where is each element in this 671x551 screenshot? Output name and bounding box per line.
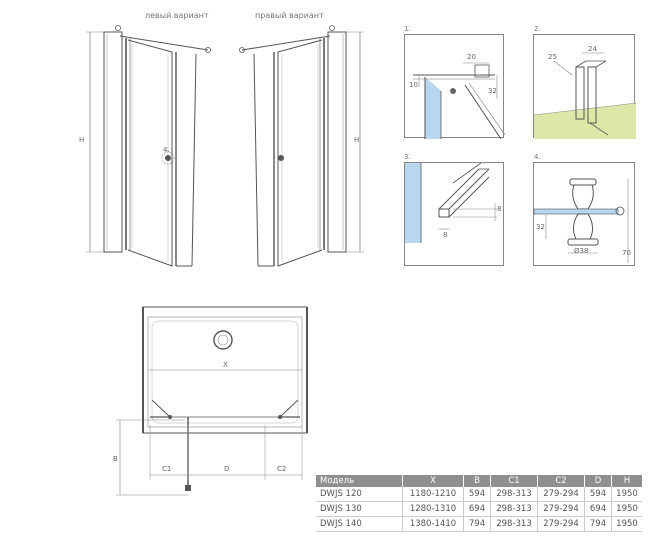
col-h: H: [611, 475, 642, 487]
detail-1-panel: 20 10 32: [404, 34, 506, 140]
detail-2-number: 2.: [534, 25, 541, 33]
col-c2: C2: [537, 475, 585, 487]
detail-2-dim-25: 25: [548, 53, 557, 61]
cell-model: DWJS 120: [316, 487, 403, 502]
detail-1-dim-20: 20: [467, 53, 476, 61]
cell-x: 1280-1310: [402, 501, 464, 517]
detail-1-dim-10: 10: [409, 81, 418, 89]
cell-model: DWJS 140: [316, 516, 403, 532]
cell-c2: 279-294: [537, 501, 585, 517]
table-row: DWJS 140 1380-1410 794 298-313 279-294 7…: [316, 516, 642, 532]
table-row: DWJS 130 1280-1310 694 298-313 279-294 6…: [316, 501, 642, 517]
col-c1: C1: [490, 475, 538, 487]
cell-b: 694: [463, 501, 491, 517]
cell-x: 1180-1210: [402, 487, 464, 502]
cell-model: DWJS 130: [316, 501, 403, 517]
col-model: Модель: [316, 475, 403, 487]
right-variant-label: правый вариант: [255, 11, 324, 20]
cell-c1: 298-313: [490, 487, 538, 502]
detail-4-number: 4.: [534, 153, 541, 161]
cell-c2: 279-294: [537, 487, 585, 502]
left-variant-elevation: [86, 25, 211, 267]
detail-1-number: 1.: [404, 25, 411, 33]
cell-b: 794: [463, 516, 491, 532]
detail-2-dim-24: 24: [588, 45, 597, 53]
cell-d: 794: [584, 516, 612, 532]
plan-dim-c1: C1: [162, 465, 172, 473]
cell-b: 594: [463, 487, 491, 502]
cell-c2: 279-294: [537, 516, 585, 532]
cell-c1: 298-313: [490, 501, 538, 517]
detail-4-marker: 4.: [163, 146, 170, 154]
plan-view-drawing: [116, 306, 308, 496]
detail-3-panel: 8 8: [404, 162, 504, 266]
cell-h: 1950: [611, 501, 642, 517]
table-header-row: Модель X B C1 C2 D H: [316, 475, 642, 487]
detail-2-panel: 24 25: [533, 34, 637, 139]
right-variant-elevation: [239, 25, 364, 267]
h-dimension-left: H: [79, 136, 85, 144]
plan-dim-b: B: [113, 455, 118, 463]
cell-d: 594: [584, 487, 612, 502]
col-x: X: [402, 475, 464, 487]
col-d: D: [584, 475, 612, 487]
plan-dim-c2: C2: [277, 465, 287, 473]
cell-d: 694: [584, 501, 612, 517]
detail-4-dim-diameter: Ø38: [574, 247, 589, 255]
detail-3-dim-width: 8: [443, 231, 448, 239]
col-b: B: [463, 475, 491, 487]
cell-h: 1950: [611, 516, 642, 532]
left-variant-label: левый вариант: [145, 11, 209, 20]
cell-h: 1950: [611, 487, 642, 502]
table-row: DWJS 120 1180-1210 594 298-313 279-294 5…: [316, 487, 642, 502]
detail-4-panel: 32 Ø38 70: [533, 162, 635, 266]
cell-c1: 298-313: [490, 516, 538, 532]
detail-3-number: 3.: [404, 153, 411, 161]
dimensions-table: Модель X B C1 C2 D H DWJS 120 1180-1210 …: [316, 475, 642, 532]
detail-3-dim-height: 8: [497, 205, 502, 213]
detail-4-dim-32: 32: [536, 223, 545, 231]
h-dimension-right: H: [354, 136, 360, 144]
cell-x: 1380-1410: [402, 516, 464, 532]
detail-4-dim-70: 70: [622, 249, 631, 257]
detail-1-dim-32: 32: [488, 87, 497, 95]
plan-dim-x: X: [223, 361, 228, 369]
plan-dim-d: D: [224, 465, 230, 473]
